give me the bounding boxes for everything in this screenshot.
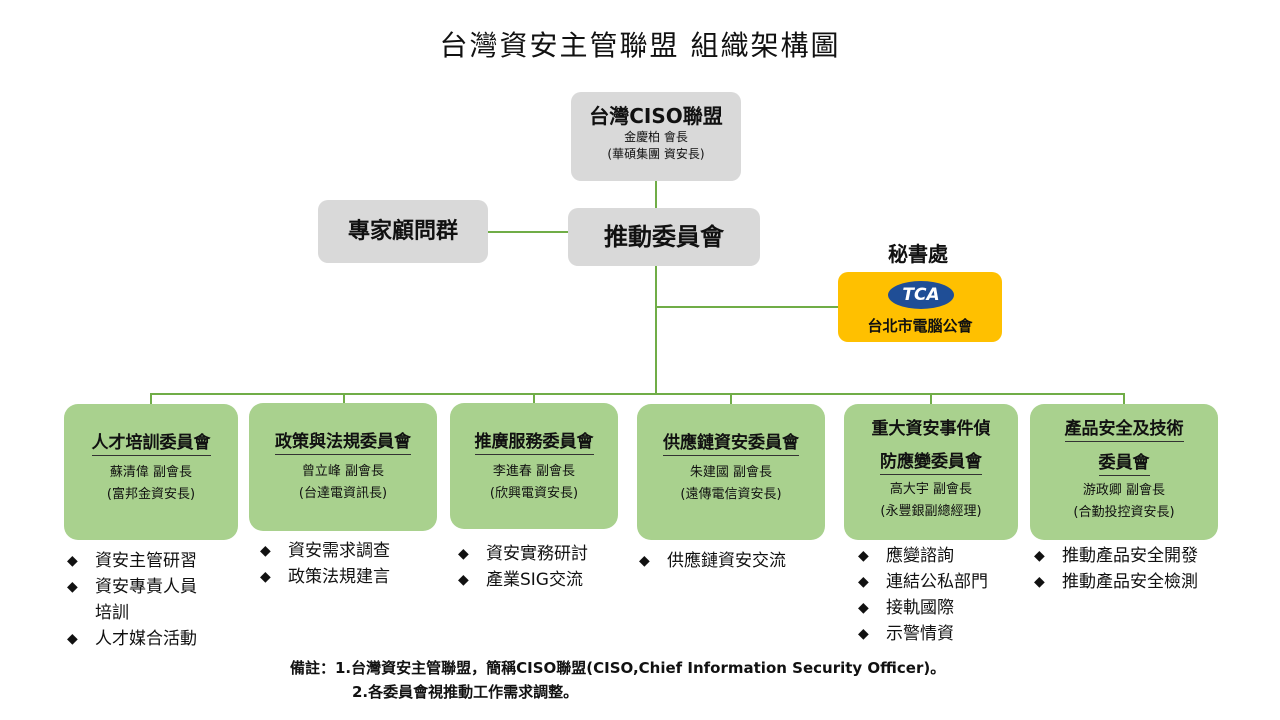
diamond-icon: ◆ <box>858 574 869 590</box>
list-item: ◆資安專責人員 <box>67 574 197 600</box>
diamond-icon: ◆ <box>858 600 869 616</box>
connector-drop-2 <box>343 393 345 403</box>
footnote-line-2: 2.各委員會視推動工作需求調整。 <box>352 683 579 701</box>
list-item: ◆資安實務研討 <box>458 541 588 567</box>
steering-committee-box: 推動委員會 <box>568 208 760 266</box>
bullet-list-incident-response: ◆應變諮詢 ◆連結公私部門 ◆接軌國際 ◆示警情資 <box>858 543 988 647</box>
diamond-icon: ◆ <box>1034 574 1045 590</box>
diamond-icon: ◆ <box>67 579 78 595</box>
list-item: ◆連結公私部門 <box>858 569 988 595</box>
secretariat-box: TCA 台北市電腦公會 <box>838 272 1002 342</box>
connector-drop-1 <box>150 393 152 404</box>
bullet-list-promotion: ◆資安實務研討 ◆產業SIG交流 <box>458 541 588 593</box>
committee-org: (合勤投控資安長) <box>1073 505 1175 520</box>
list-item: ◆政策法規建言 <box>260 564 390 590</box>
connector-drop-6 <box>1123 393 1125 404</box>
committee-org: (遠傳電信資安長) <box>680 487 782 502</box>
list-item: ◆供應鏈資安交流 <box>639 548 786 574</box>
connector-drop-5 <box>930 393 932 404</box>
committee-name-line1: 重大資安事件偵 <box>871 419 991 439</box>
diamond-icon: ◆ <box>639 553 650 569</box>
connector-committee-bus <box>150 393 1125 395</box>
diamond-icon: ◆ <box>1034 548 1045 564</box>
connector-drop-3 <box>533 393 535 403</box>
committee-box-incident-response: 重大資安事件偵 防應變委員會 高大宇 副會長 (永豐銀副總經理) <box>844 404 1018 540</box>
committee-name-line2: 防應變委員會 <box>880 447 982 475</box>
committee-name: 人才培訓委員會 <box>91 428 211 456</box>
list-item: ◆推動產品安全開發 <box>1034 543 1198 569</box>
bullet-list-policy: ◆資安需求調查 ◆政策法規建言 <box>260 538 390 590</box>
committee-vice: 蘇清偉 副會長 <box>109 465 193 480</box>
committee-box-product-security: 產品安全及技術 委員會 游政卿 副會長 (合勤投控資安長) <box>1030 404 1218 540</box>
list-item: ◆推動產品安全檢測 <box>1034 569 1198 595</box>
diamond-icon: ◆ <box>858 548 869 564</box>
diamond-icon: ◆ <box>260 543 271 559</box>
committee-name-line2: 委員會 <box>1098 448 1150 476</box>
committee-vice: 游政卿 副會長 <box>1082 483 1166 498</box>
list-item: ◆接軌國際 <box>858 595 988 621</box>
committee-box-policy: 政策與法規委員會 曾立峰 副會長 (台達電資訊長) <box>249 403 437 531</box>
connector-steering-trunk <box>655 266 657 394</box>
committee-box-talent: 人才培訓委員會 蘇清偉 副會長 (富邦金資安長) <box>64 404 238 540</box>
committee-org: (永豐銀副總經理) <box>880 504 982 519</box>
connector-secretariat <box>657 306 838 308</box>
committee-org: (富邦金資安長) <box>106 487 196 502</box>
footnote: 備註：1.台灣資安主管聯盟，簡稱CISO聯盟(CISO,Chief Inform… <box>290 656 945 704</box>
ciso-alliance-name: 台灣CISO聯盟 <box>589 104 723 128</box>
connector-drop-4 <box>730 393 732 404</box>
bullet-list-product-security: ◆推動產品安全開發 ◆推動產品安全檢測 <box>1034 543 1198 595</box>
ciso-alliance-leader-org: (華碩集團 資安長) <box>607 147 705 161</box>
diamond-icon: ◆ <box>458 572 469 588</box>
committee-vice: 李進春 副會長 <box>492 464 576 479</box>
bullet-list-talent: ◆資安主管研習 ◆資安專責人員 培訓 ◆人才媒合活動 <box>67 548 197 652</box>
committee-name: 推廣服務委員會 <box>474 427 594 455</box>
diamond-icon: ◆ <box>67 553 78 569</box>
committee-vice: 朱建國 副會長 <box>689 465 773 480</box>
committee-vice: 高大宇 副會長 <box>889 482 973 497</box>
committee-org: (台達電資訊長) <box>298 486 388 501</box>
list-item: ◆應變諮詢 <box>858 543 988 569</box>
committee-org: (欣興電資安長) <box>489 486 579 501</box>
ciso-alliance-box: 台灣CISO聯盟 金慶柏 會長 (華碩集團 資安長) <box>571 92 741 181</box>
connector-top-to-steering <box>655 181 657 208</box>
committee-name-line1: 產品安全及技術 <box>1064 414 1184 442</box>
list-item-continuation: 培訓 <box>95 603 129 623</box>
diamond-icon: ◆ <box>458 546 469 562</box>
diamond-icon: ◆ <box>858 626 869 642</box>
list-item: ◆示警情資 <box>858 621 988 647</box>
bullet-list-supply-chain: ◆供應鏈資安交流 <box>639 548 786 574</box>
list-item: ◆產業SIG交流 <box>458 567 588 593</box>
list-item: ◆人才媒合活動 <box>67 626 197 652</box>
diamond-icon: ◆ <box>67 631 78 647</box>
committee-vice: 曾立峰 副會長 <box>301 464 385 479</box>
tca-logo-icon: TCA <box>888 281 954 309</box>
secretariat-title: 秘書處 <box>888 242 948 266</box>
list-item: ◆資安需求調查 <box>260 538 390 564</box>
ciso-alliance-leader: 金慶柏 會長 <box>624 130 688 144</box>
diagram-title: 台灣資安主管聯盟 組織架構圖 <box>439 29 841 62</box>
committee-name: 供應鏈資安委員會 <box>663 428 799 456</box>
committee-name: 政策與法規委員會 <box>275 427 411 455</box>
expert-group-box: 專家顧問群 <box>318 200 488 263</box>
footnote-line-1: 備註：1.台灣資安主管聯盟，簡稱CISO聯盟(CISO,Chief Inform… <box>290 659 946 677</box>
list-item: ◆資安主管研習 <box>67 548 197 574</box>
diamond-icon: ◆ <box>260 569 271 585</box>
committee-box-supply-chain: 供應鏈資安委員會 朱建國 副會長 (遠傳電信資安長) <box>637 404 825 540</box>
secretariat-name: 台北市電腦公會 <box>867 317 973 335</box>
connector-expert-to-steering <box>488 231 568 233</box>
committee-box-promotion: 推廣服務委員會 李進春 副會長 (欣興電資安長) <box>450 403 618 529</box>
